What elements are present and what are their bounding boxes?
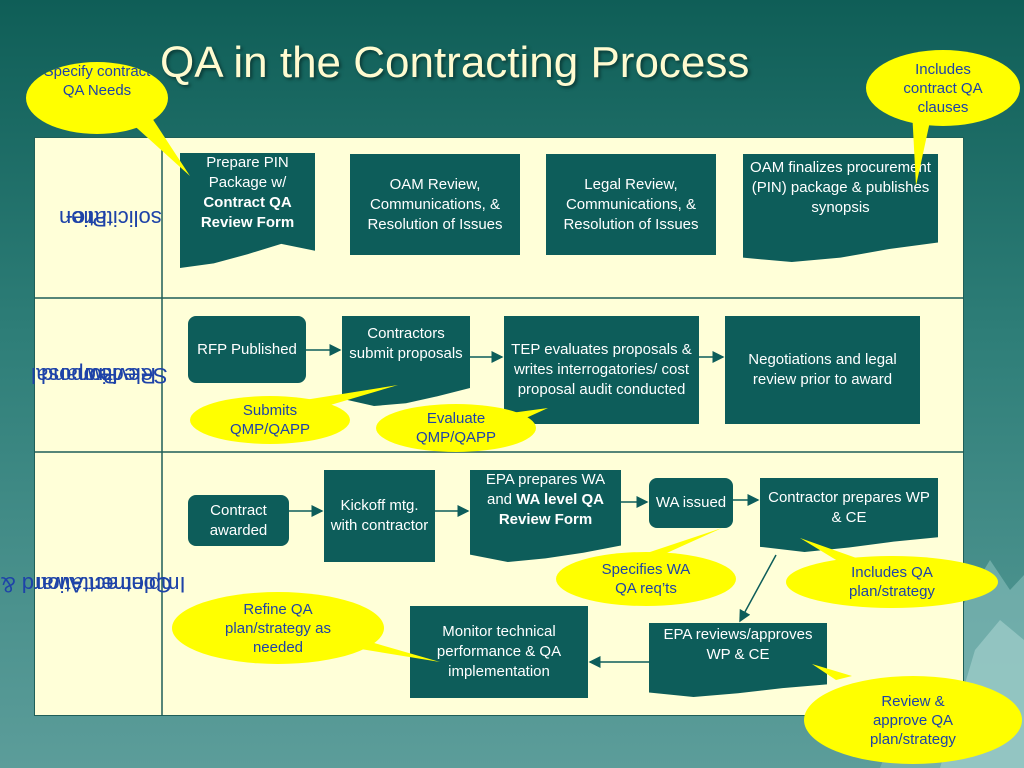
- callout-includes-qa-plan: Includes QA plan/strategy: [786, 556, 998, 608]
- page-title: QA in the Contracting Process: [160, 38, 750, 87]
- step-monitor-performance: Monitor technical performance & QA imple…: [410, 606, 588, 698]
- section-label-contract-award: Contract Award &Implementation: [1, 572, 186, 597]
- step-legal-review: Legal Review, Communications, & Resoluti…: [546, 154, 716, 255]
- step-epa-prepares-wa: EPA prepares WA and WA level QA Review F…: [470, 470, 621, 562]
- callout-submits-qmp-qapp: Submits QMP/QAPP: [190, 396, 350, 444]
- callout-includes-contract-qa-clauses: Includes contract QA clauses: [866, 50, 1020, 126]
- step-negotiations: Negotiations and legal review prior to a…: [725, 316, 920, 424]
- callout-evaluate-qmp-qapp: Evaluate QMP/QAPP: [376, 404, 536, 452]
- callout-review-approve-qa-plan: Review & approve QA plan/strategy: [804, 676, 1022, 764]
- step-oam-finalizes: OAM finalizes procurement (PIN) package …: [743, 154, 938, 262]
- step-kickoff-meeting: Kickoff mtg. with contractor: [324, 470, 435, 562]
- step-contract-awarded: Contract awarded: [188, 495, 289, 546]
- step-contractors-submit: Contractors submit proposals: [342, 316, 470, 406]
- step-wa-issued: WA issued: [649, 478, 733, 528]
- callout-specifies-wa-qa-reqts: Specifies WA QA req’ts: [556, 552, 736, 606]
- step-epa-reviews-approves: EPA reviews/approves WP & CE: [649, 623, 827, 697]
- step-oam-review: OAM Review, Communications, & Resolution…: [350, 154, 520, 255]
- callout-specify-qa-needs: Specify contract QA Needs: [26, 62, 168, 134]
- section-label-pre-solicitation: Pre-solicitation: [59, 205, 162, 231]
- callout-refine-qa-plan: Refine QA plan/strategy as needed: [172, 592, 384, 664]
- step-tep-evaluates: TEP evaluates proposals & writes interro…: [504, 316, 699, 424]
- step-rfp-published: RFP Published: [188, 316, 306, 383]
